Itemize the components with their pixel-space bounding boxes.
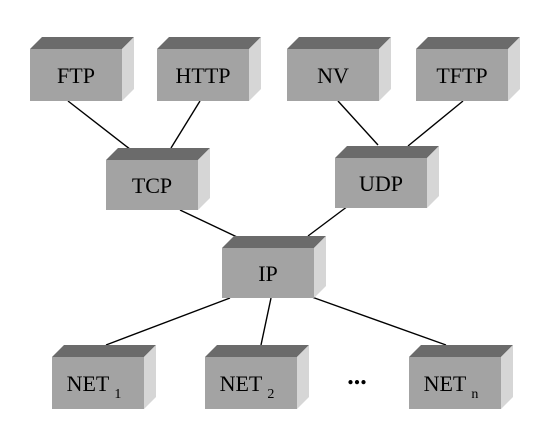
box-top-face	[157, 37, 261, 49]
box-side-face	[249, 37, 261, 101]
box-side-face	[314, 236, 326, 298]
box-top-face	[416, 37, 520, 49]
edge-nv-udp	[337, 100, 379, 146]
box-front-face	[52, 357, 144, 409]
node-tftp: TFTP	[416, 37, 520, 101]
box-top-face	[52, 345, 156, 357]
box-side-face	[297, 345, 309, 409]
node-udp: UDP	[335, 146, 439, 208]
box-front-face	[106, 160, 198, 210]
box-side-face	[122, 37, 134, 101]
edge-tftp-udp	[407, 100, 464, 147]
box-front-face	[335, 158, 427, 208]
node-ip: IP	[222, 236, 326, 298]
node-subscript-net1: 1	[114, 387, 121, 402]
edge-http-tcp	[170, 100, 201, 149]
edge-ip-net1	[105, 297, 231, 346]
node-ftp: FTP	[30, 37, 134, 101]
box-top-face	[222, 236, 326, 248]
node-subscript-netn: n	[471, 387, 478, 402]
edges-layer	[67, 100, 464, 346]
node-label-http: HTTP	[176, 63, 231, 88]
box-top-face	[106, 148, 210, 160]
node-label-ftp: FTP	[57, 63, 95, 88]
box-top-face	[30, 37, 134, 49]
box-top-face	[287, 37, 391, 49]
box-front-face	[409, 357, 501, 409]
box-side-face	[198, 148, 210, 210]
box-side-face	[144, 345, 156, 409]
box-top-face	[205, 345, 309, 357]
box-front-face	[222, 248, 314, 298]
node-label-tcp: TCP	[132, 173, 172, 198]
box-side-face	[501, 345, 513, 409]
edge-ip-net2	[260, 297, 272, 346]
node-http: HTTP	[157, 37, 261, 101]
box-front-face	[287, 49, 379, 101]
box-side-face	[508, 37, 520, 101]
box-side-face	[427, 146, 439, 208]
node-nv: NV	[287, 37, 391, 101]
edge-ip-netn	[308, 295, 447, 346]
node-subscript-net2: 2	[267, 387, 274, 402]
edge-udp-ip	[307, 205, 349, 237]
node-tcp: TCP	[106, 148, 210, 210]
box-side-face	[379, 37, 391, 101]
box-front-face	[416, 49, 508, 101]
node-label-tftp: TFTP	[436, 63, 487, 88]
node-label-ip: IP	[258, 261, 278, 286]
box-top-face	[409, 345, 513, 357]
ellipsis-text: ...	[347, 361, 367, 390]
box-front-face	[30, 49, 122, 101]
box-front-face	[157, 49, 249, 101]
box-front-face	[205, 357, 297, 409]
box-top-face	[335, 146, 439, 158]
node-label-nv: NV	[317, 63, 349, 88]
node-label-udp: UDP	[359, 171, 403, 196]
edge-tcp-ip	[179, 209, 238, 238]
